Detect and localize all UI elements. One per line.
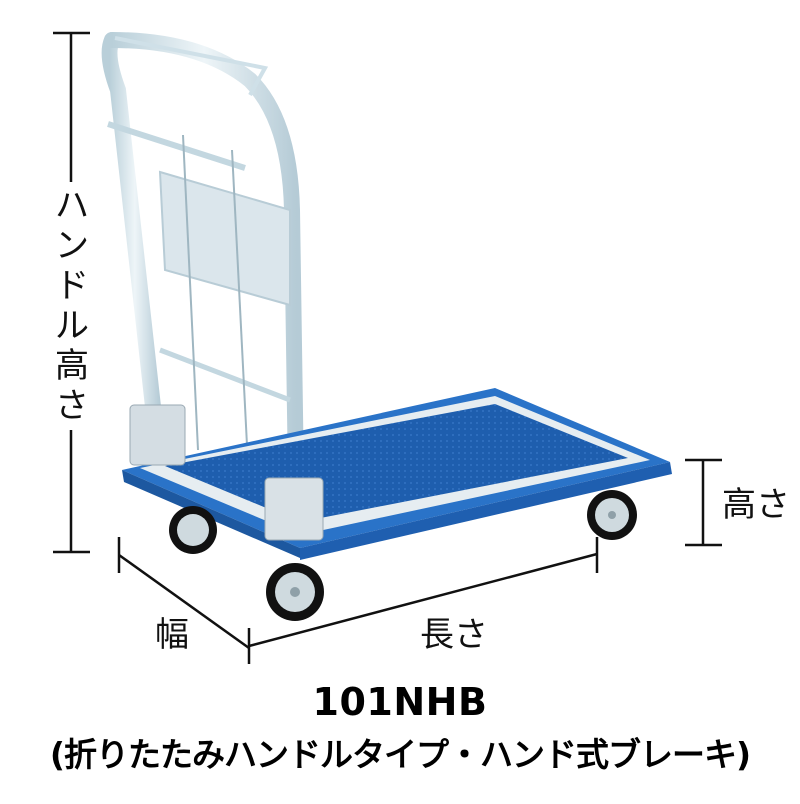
- caster-rear-left: [169, 506, 217, 554]
- width-label: 幅: [155, 615, 189, 655]
- caster-front-left: [266, 563, 324, 621]
- caster-rear-right: [587, 490, 637, 540]
- folding-handle: [101, 32, 304, 488]
- handle-height-label: ハ ン ド ル 高 さ: [52, 182, 92, 430]
- label-char: 高: [55, 346, 89, 386]
- label-char: ド: [55, 266, 89, 306]
- model-number: 101NHB: [312, 680, 488, 724]
- label-char: ン: [55, 226, 89, 266]
- label-char: さ: [55, 386, 89, 426]
- height-label: 高さ: [722, 485, 790, 525]
- left-hinge-bracket: [129, 404, 186, 466]
- label-char: ル: [55, 306, 89, 346]
- product-description: (折りたたみハンドルタイプ・ハンド式ブレーキ): [49, 735, 751, 774]
- right-hinge-bracket: [264, 477, 324, 541]
- length-label: 長さ: [420, 615, 488, 655]
- label-char: ハ: [55, 186, 89, 226]
